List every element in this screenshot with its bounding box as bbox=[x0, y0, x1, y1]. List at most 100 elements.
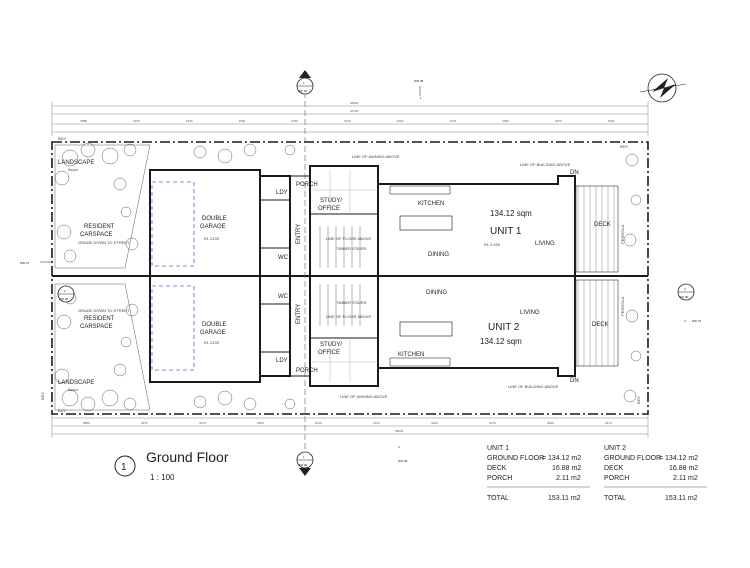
deck-boards bbox=[575, 185, 619, 367]
label-ldy-1: LDY bbox=[276, 190, 288, 196]
tag-wd07-right: WD 07 bbox=[692, 319, 702, 323]
label-entry-2: ENTRY bbox=[296, 304, 302, 324]
dim-seg-top-1: 4075 bbox=[133, 119, 140, 123]
label-garage-2: GARAGE bbox=[200, 330, 226, 336]
label-grade-1: GRADE DOWN TO STREET bbox=[78, 240, 130, 245]
label-building-2: LINE OF BUILDING ABOVE bbox=[508, 384, 559, 389]
carspace-outline-2 bbox=[151, 285, 195, 371]
label-stairs-1: TIMBER STAIRS bbox=[336, 246, 367, 251]
dim-seg-top-9: 2673 bbox=[555, 119, 562, 123]
dim-overall-bottom: 38600 bbox=[395, 429, 404, 433]
label-office-2: OFFICE bbox=[318, 350, 340, 356]
site-boundary bbox=[51, 141, 649, 415]
label-entry-1: ENTRY bbox=[296, 224, 302, 244]
tag-wd08-top-num: 1 bbox=[420, 96, 422, 100]
unit2-area: 134.12 sqm bbox=[480, 337, 522, 346]
sched-unit2-title: UNIT 2 bbox=[604, 445, 626, 452]
dim-seg-bottom-1: 4075 bbox=[141, 421, 148, 425]
label-kitchen-1: KITCHEN bbox=[418, 201, 444, 207]
label-deck-1: DECK bbox=[594, 222, 611, 228]
kitchen-bench-1 bbox=[389, 185, 451, 195]
tag-wd06-left-ref: WD 06 bbox=[59, 297, 69, 301]
tag-wd07-left: WD 07 bbox=[20, 261, 30, 265]
kitchen-bench-2 bbox=[389, 357, 451, 367]
label-study-1: STUDY/ bbox=[320, 198, 342, 204]
label-porch-2: PORCH bbox=[296, 368, 318, 374]
dim-overall-top2: 36700 bbox=[350, 109, 359, 113]
label-dn-1: DN bbox=[570, 170, 579, 176]
section-marker-right bbox=[677, 283, 695, 301]
label-rl-garage-1: RL 2130 bbox=[204, 236, 220, 241]
unit1-label: UNIT 1 bbox=[490, 226, 522, 237]
area-schedule-unit2: UNIT 2 GROUND FLOOR = 134.12 m2 DECK 16.… bbox=[604, 445, 707, 502]
label-stairs-2: TIMBER STAIRS bbox=[336, 300, 367, 305]
sched-unit2-row2-value: 16.88 m2 bbox=[669, 465, 698, 472]
sched-unit1-title: UNIT 1 bbox=[487, 445, 509, 452]
sched-unit2-row1-label: GROUND FLOOR bbox=[604, 455, 661, 462]
dim-seg-bottom-8: 4000 bbox=[547, 421, 554, 425]
label-study-2: STUDY/ bbox=[320, 342, 342, 348]
dim-seg-top-4: 2010 bbox=[291, 119, 298, 123]
dim-seg-bottom-0: 5880 bbox=[83, 421, 90, 425]
right-planting bbox=[623, 153, 642, 403]
label-dining-1: DINING bbox=[428, 252, 449, 258]
dim-overall-top: 38600 bbox=[350, 101, 359, 105]
tag-wd08-top: WD 08 bbox=[414, 79, 424, 83]
tag-wd06-left-num: 2 bbox=[64, 289, 66, 293]
top-dimensions bbox=[51, 102, 649, 136]
label-carspace-2: CARSPACE bbox=[80, 324, 113, 330]
area-schedule-unit1: UNIT 1 GROUND FLOOR = 134.12 m2 DECK 16.… bbox=[487, 445, 590, 502]
tag-wd07-right-num: 4 bbox=[684, 319, 686, 323]
label-building-1: LINE OF BUILDING ABOVE bbox=[520, 162, 571, 167]
view-number-circle bbox=[114, 455, 136, 477]
dim-seg-top-2: 1640 bbox=[186, 119, 193, 123]
unit1-area: 134.12 sqm bbox=[490, 209, 532, 218]
label-double-1: DOUBLE bbox=[202, 216, 227, 222]
unit2-walls bbox=[149, 275, 576, 387]
label-awning-1: LINE OF AWNING ABOVE bbox=[352, 154, 400, 159]
tag-wd06-bottom-num: 1 bbox=[303, 455, 305, 459]
label-floor-above-1: LINE OF FLOOR ABOVE bbox=[326, 236, 371, 241]
label-ldy-2: LDY bbox=[276, 358, 288, 364]
dim-seg-bottom-9: 2673 bbox=[605, 421, 612, 425]
landscape-planting bbox=[54, 142, 296, 412]
dim-seg-top-7: 4170 bbox=[449, 119, 456, 123]
label-landscape-area-1: 5sqm bbox=[68, 167, 78, 172]
carspace-outline-1 bbox=[151, 181, 195, 267]
label-bdy-top-right: BDY bbox=[620, 144, 629, 149]
tag-wd06-right-num: 2 bbox=[684, 287, 686, 291]
sched-unit2-total-value: 153.11 m2 bbox=[665, 495, 698, 502]
sched-unit1-row1-value: = 134.12 m2 bbox=[542, 455, 581, 462]
dim-seg-top-8: 4000 bbox=[502, 119, 509, 123]
label-landscape-area-2: 5sqm bbox=[68, 387, 78, 392]
sched-unit1-total-label: TOTAL bbox=[487, 495, 509, 502]
tag-wd06-right-ref: WD 06 bbox=[679, 295, 689, 299]
sched-unit1-row3-label: PORCH bbox=[487, 475, 512, 482]
kitchen-island-1 bbox=[399, 215, 453, 231]
label-landscape-2: LANDSCAPE bbox=[58, 380, 94, 386]
sched-unit1-row1-label: GROUND FLOOR bbox=[487, 455, 544, 462]
label-living-2: LIVING bbox=[520, 310, 540, 316]
label-office-1: OFFICE bbox=[318, 206, 340, 212]
dim-seg-top-3: 1600 bbox=[239, 119, 246, 123]
tag-wd06-top-num: 1 bbox=[303, 81, 305, 85]
sched-unit2-row3-value: 2.11 m2 bbox=[673, 475, 698, 482]
sched-unit2-total-label: TOTAL bbox=[604, 495, 626, 502]
label-bdy-bottom-left: BDY bbox=[58, 408, 67, 413]
label-dn-2: DN bbox=[570, 378, 579, 384]
sched-unit2-row1-value: = 134.12 m2 bbox=[659, 455, 698, 462]
label-bdy-top-left: BDY bbox=[58, 136, 67, 141]
label-awning-2: LINE OF AWNING ABOVE bbox=[340, 394, 388, 399]
label-wc-2: WC bbox=[278, 294, 289, 300]
tag-wd08-bottom: WD 08 bbox=[398, 459, 408, 463]
label-landscape-1: LANDSCAPE bbox=[58, 160, 94, 166]
dim-seg-bottom-5: 3720 bbox=[373, 421, 380, 425]
label-wc-1: WC bbox=[278, 255, 289, 261]
dim-seg-top-5: 3720 bbox=[344, 119, 351, 123]
unit2-label: UNIT 2 bbox=[488, 322, 520, 333]
label-deck-2: DECK bbox=[592, 322, 609, 328]
bottom-dimensions bbox=[51, 414, 649, 438]
sched-unit2-row3-label: PORCH bbox=[604, 475, 629, 482]
